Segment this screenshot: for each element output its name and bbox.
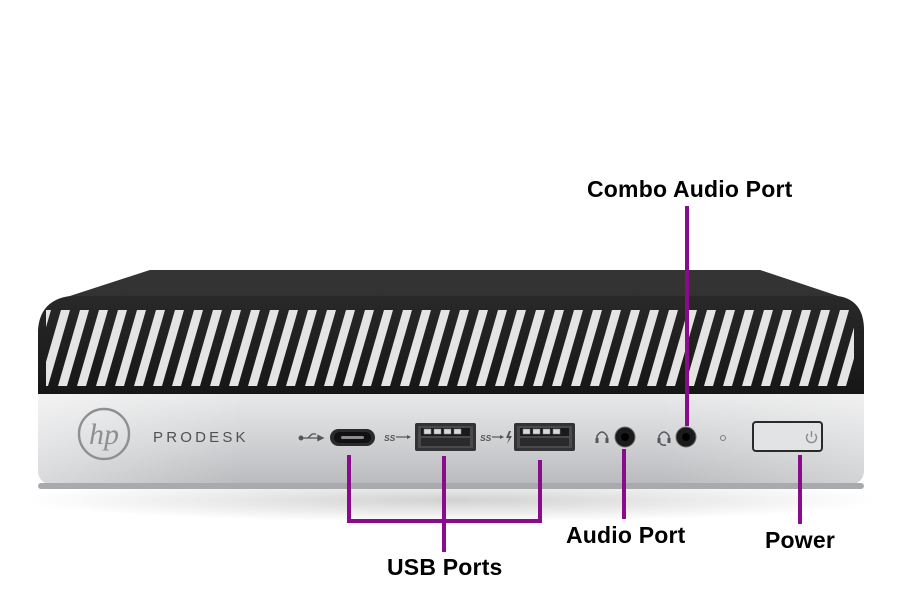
vent-slat: [457, 310, 488, 386]
vent-slat: [590, 310, 621, 386]
vent-slat: [172, 310, 203, 386]
vent-slat: [818, 310, 849, 386]
vent-slat: [96, 310, 127, 386]
usb-icon: [298, 433, 325, 442]
vent-slat: [647, 310, 678, 386]
hp-logo-text: hp: [89, 418, 119, 451]
hp-logo: hp: [77, 407, 131, 461]
usb-c-port: [330, 429, 375, 446]
power-icon: [805, 431, 818, 444]
vent-slat: [381, 310, 412, 386]
vent-slat: [229, 310, 260, 386]
vent-slat: [723, 310, 754, 386]
vent-slat: [46, 310, 51, 328]
vent-slat: [533, 310, 564, 386]
vent-slat: [305, 310, 336, 386]
power-button: [752, 421, 823, 452]
headphone-icon: [595, 431, 609, 443]
vent-slat: [77, 310, 108, 386]
vent-slat: [46, 310, 70, 386]
vent-slat: [742, 310, 773, 386]
audio-jack: [614, 426, 636, 448]
vent-slat: [666, 310, 697, 386]
vent-slat: [628, 310, 659, 386]
chassis-lid-surface: [70, 270, 838, 296]
vent-slat: [685, 310, 716, 386]
vent-slat: [115, 310, 146, 386]
activity-led: [720, 435, 726, 441]
vent-slat: [704, 310, 735, 386]
vent-slat: [58, 310, 89, 386]
vent-slat: [780, 310, 811, 386]
power-label: Power: [765, 527, 836, 553]
usb-a-port-1: [415, 423, 476, 451]
vent-slat: [248, 310, 279, 386]
vent-slat: [286, 310, 317, 386]
vent-slat: [476, 310, 507, 386]
model-label: PRODESK: [153, 429, 249, 446]
vent-slat: [210, 310, 241, 386]
ventilation-grille: [46, 310, 900, 386]
chassis-base: [38, 483, 864, 489]
vent-slat: [419, 310, 450, 386]
vent-slat: [761, 310, 792, 386]
vent-slat: [324, 310, 355, 386]
vent-slat: [571, 310, 602, 386]
vent-slat: [362, 310, 393, 386]
vent-slat: [837, 327, 854, 386]
vent-slat: [609, 310, 640, 386]
svg-text:SS: SS: [384, 433, 396, 443]
vent-slat: [438, 310, 469, 386]
superspeed-usb-icon: SS: [384, 433, 411, 443]
vent-slat: [894, 310, 900, 386]
usb-a-port-2: [514, 423, 575, 451]
vent-slat: [153, 310, 184, 386]
vent-slat: [191, 310, 222, 386]
vent-slat: [134, 310, 165, 386]
usb-ports-label: USB Ports: [387, 554, 503, 580]
vent-slat: [400, 310, 431, 386]
vent-slat: [552, 310, 583, 386]
audio-port-label: Audio Port: [566, 522, 686, 548]
vent-slat: [875, 310, 900, 386]
vent-slat: [514, 310, 545, 386]
vent-slat: [495, 310, 526, 386]
superspeed-usb-charging-icon: SS: [480, 431, 512, 444]
vent-slat: [267, 310, 298, 386]
combo-audio-port-label: Combo Audio Port: [587, 176, 793, 202]
vent-slat: [799, 310, 830, 386]
combo-audio-jack: [675, 426, 697, 448]
vent-slat: [343, 310, 374, 386]
svg-text:SS: SS: [480, 433, 492, 443]
headset-icon: [657, 431, 671, 446]
